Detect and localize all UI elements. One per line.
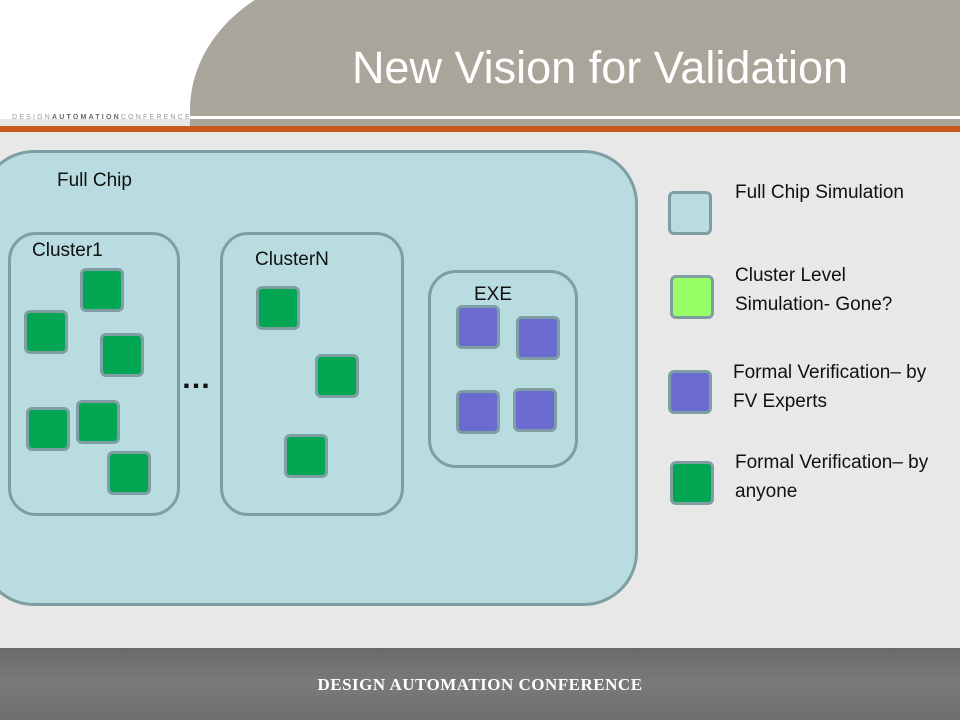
fv-anyone-block: [76, 400, 120, 444]
exe-label: EXE: [474, 284, 513, 305]
accent-line: [0, 126, 960, 132]
footer-bar: [0, 648, 960, 720]
header-strip: [0, 116, 960, 119]
fv-anyone-block: [24, 310, 68, 354]
legend-fv-experts-text: Formal Verification– by FV Experts: [733, 362, 927, 412]
fv-anyone-block: [107, 451, 151, 495]
ellipsis: …: [181, 362, 213, 395]
legend-swatch-full-chip: [668, 191, 712, 235]
clusterN-label: ClusterN: [255, 249, 329, 270]
legend-cluster-level-text: Cluster Level Simulation- Gone?: [735, 265, 893, 315]
header-brand-part2: AUTOMATION: [52, 114, 121, 121]
footer-brand: DESIGN AUTOMATION CONFERENCE: [317, 675, 643, 694]
fv-anyone-block: [256, 286, 300, 330]
legend-full-chip-text: Full Chip Simulation: [735, 182, 904, 203]
header-brand-part1: DESIGN: [12, 114, 53, 121]
cluster1-label: Cluster1: [32, 240, 103, 261]
legend-swatch-fv-anyone: [670, 461, 714, 505]
full-chip-label: Full Chip: [57, 170, 132, 191]
fv-anyone-block: [315, 354, 359, 398]
fv-anyone-block: [100, 333, 144, 377]
header-brand: DESIGNAUTOMATIONCONFERENCE: [12, 114, 192, 121]
legend-swatch-fv-experts: [668, 370, 712, 414]
header-brand-part3: CONFERENCE: [120, 114, 192, 121]
fv-experts-block: [456, 390, 500, 434]
slide-title: New Vision for Validation: [351, 42, 849, 93]
fv-experts-block: [513, 388, 557, 432]
legend-fv-anyone-text: Formal Verification– by anyone: [735, 452, 929, 502]
fv-anyone-block: [284, 434, 328, 478]
exe-region: [428, 270, 578, 468]
fv-experts-block: [456, 305, 500, 349]
fv-anyone-block: [80, 268, 124, 312]
legend-swatch-cluster-level: [670, 275, 714, 319]
fv-anyone-block: [26, 407, 70, 451]
fv-experts-block: [516, 316, 560, 360]
